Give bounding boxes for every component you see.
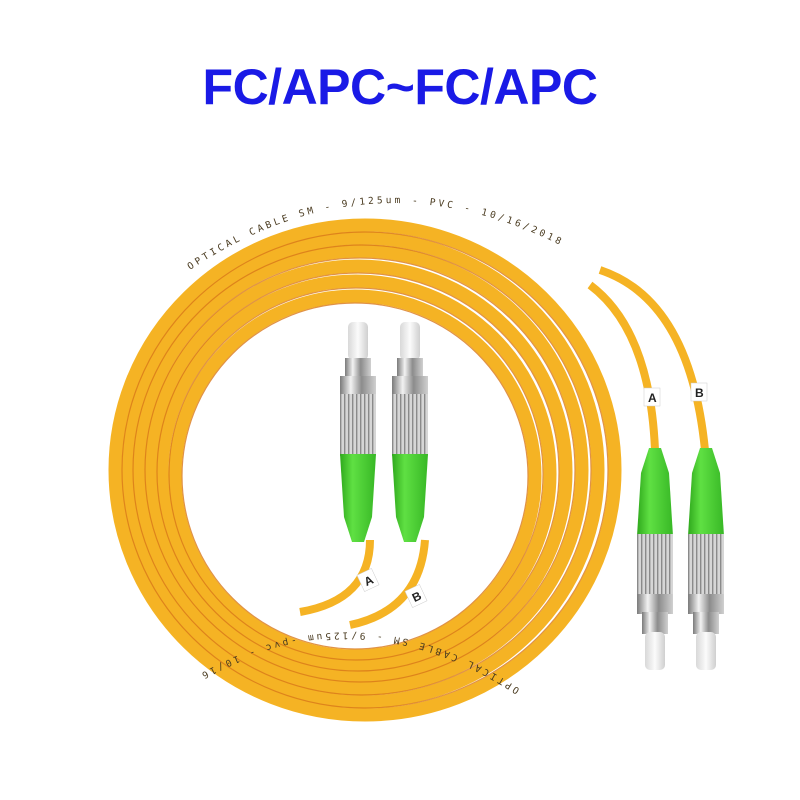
label-right-b: B <box>690 382 708 402</box>
connector-right-b <box>688 448 724 670</box>
label-right-a: A <box>643 387 661 407</box>
connector-left-b <box>392 322 428 542</box>
connector-right-a <box>637 448 673 670</box>
product-title: FC/APC~FC/APC <box>202 59 598 115</box>
connector-left-a <box>340 322 376 542</box>
svg-text:A: A <box>648 391 657 405</box>
cable-coil <box>108 218 709 722</box>
label-left-a: A <box>356 568 380 592</box>
svg-text:B: B <box>695 386 704 400</box>
label-left-b: B <box>404 584 428 608</box>
cable-print-top: OPTICAL CABLE SM - 9/125um - PVC - 10/16… <box>0 0 566 272</box>
